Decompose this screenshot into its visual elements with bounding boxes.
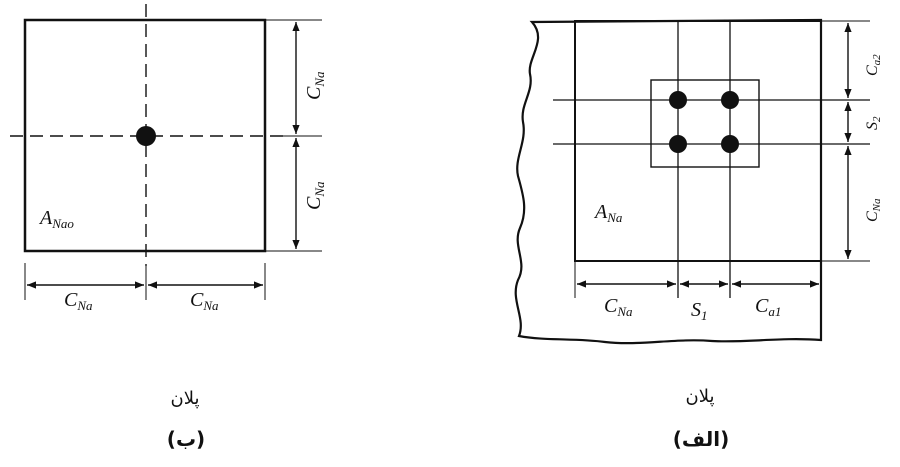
figure-letter-caption: (ب): [167, 427, 205, 451]
dimension-label-cna-horizontal: CNa: [604, 295, 633, 319]
plan-caption: پلان: [171, 388, 200, 409]
dimension-label-cna-right: CNa: [190, 289, 219, 313]
dimension-label-s2: S2: [864, 116, 883, 130]
projected-area-square: [23, 18, 267, 253]
anchor-dot: [721, 91, 739, 109]
anchor-group-near-edge-plan: Ca2 S2 CNa CNa S1 Ca1 ANa پلان (الف): [514, 18, 883, 451]
anchor-dot: [721, 135, 739, 153]
dimension-label-ca1: Ca1: [755, 295, 781, 319]
dimension-label-s1: S1: [691, 299, 708, 323]
base-plate: [650, 79, 760, 168]
anchor-dot: [669, 91, 687, 109]
plan-caption: پلان: [686, 386, 715, 407]
figure-letter-caption: (الف): [673, 427, 729, 451]
dimension-label-cna-upper: CNa: [303, 71, 327, 100]
dimension-label-cna-vertical: CNa: [864, 198, 883, 222]
anchor-dot: [669, 135, 687, 153]
dimension-label-cna-lower: CNa: [303, 181, 327, 210]
projected-area-ana: [574, 20, 822, 262]
single-anchor-plan: CNa CNa CNa CNa ANao پلان (ب): [10, 4, 327, 451]
dimension-label-cna-left: CNa: [64, 289, 93, 313]
dimension-label-ca2: Ca2: [864, 54, 883, 76]
area-label-anao: ANao: [38, 207, 74, 231]
anchor-dot: [136, 126, 156, 146]
concrete-member-outline: [514, 18, 823, 345]
area-label-ana: ANa: [593, 201, 623, 225]
